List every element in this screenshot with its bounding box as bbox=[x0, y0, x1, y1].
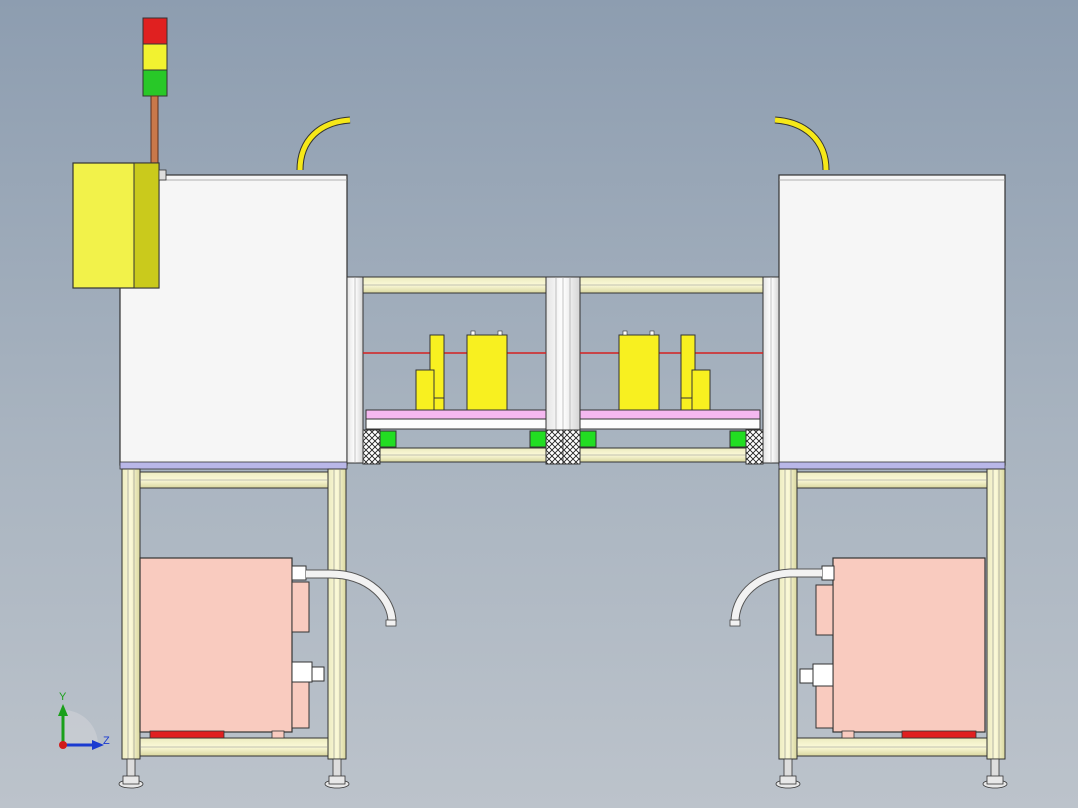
stack-light-pole bbox=[150, 95, 159, 167]
left-hose bbox=[306, 569, 397, 623]
clamp-left bbox=[415, 334, 445, 411]
left-drive-unit bbox=[139, 557, 325, 739]
left-frame bbox=[121, 468, 347, 760]
sensor-block-1 bbox=[379, 430, 397, 448]
y-axis-label: Y bbox=[59, 691, 67, 703]
fixture-block-left bbox=[466, 330, 508, 411]
clamp-right bbox=[680, 334, 711, 411]
right-drive-unit bbox=[799, 557, 986, 739]
stack-light-green bbox=[142, 69, 168, 97]
right-frame bbox=[778, 468, 1006, 760]
fixture-block-right bbox=[618, 330, 660, 411]
right-cabinet bbox=[778, 174, 1006, 466]
left-feet bbox=[118, 758, 350, 789]
profile-section-1 bbox=[362, 429, 381, 465]
right-cabinet-base-plate bbox=[778, 461, 1006, 470]
z-axis-label: Z bbox=[103, 735, 110, 747]
tray-left bbox=[365, 409, 547, 420]
stack-light-yellow bbox=[142, 43, 168, 71]
right-station[interactable] bbox=[729, 116, 1008, 789]
sensor-block-2 bbox=[529, 430, 547, 448]
profile-section-2 bbox=[545, 429, 564, 465]
profile-section-4 bbox=[745, 429, 764, 465]
profile-section-3 bbox=[562, 429, 581, 465]
right-feet bbox=[775, 758, 1008, 789]
tray-right bbox=[579, 409, 761, 420]
axis-origin bbox=[59, 741, 67, 749]
control-box[interactable] bbox=[72, 162, 167, 289]
stack-light[interactable] bbox=[142, 17, 168, 167]
left-station[interactable] bbox=[72, 17, 397, 789]
axis-triad: Y Z bbox=[58, 691, 110, 750]
left-cabinet-base-plate bbox=[119, 461, 348, 470]
sensor-block-3 bbox=[579, 430, 597, 448]
center-bridge[interactable] bbox=[346, 276, 780, 465]
stack-light-red bbox=[142, 17, 168, 45]
sensor-block-4 bbox=[729, 430, 747, 448]
